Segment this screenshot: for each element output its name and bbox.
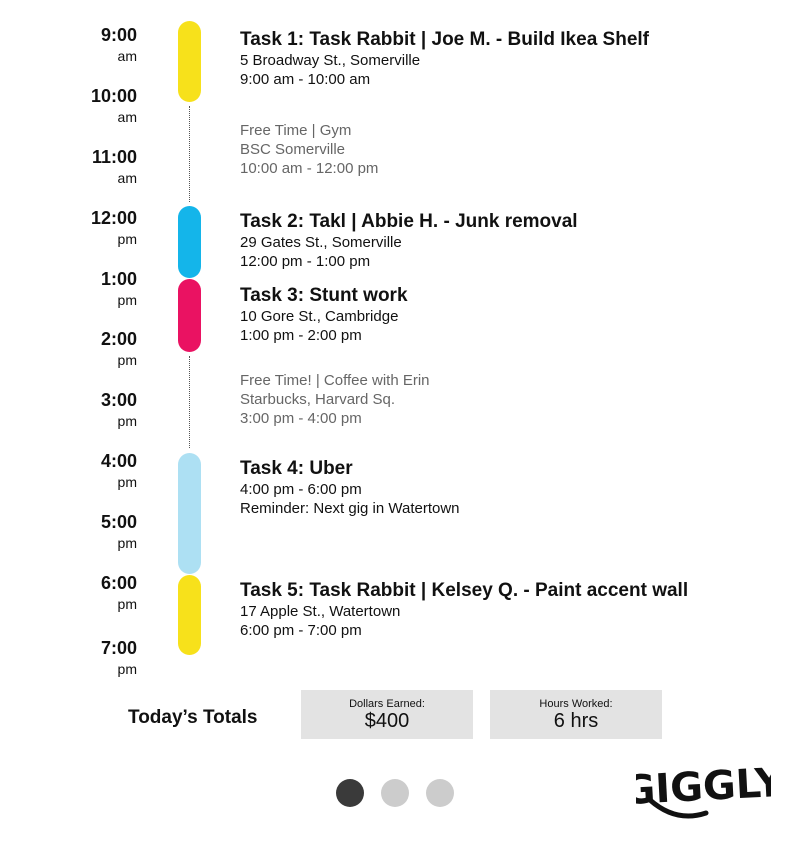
event-task-2[interactable]: Task 2: Takl | Abbie H. - Junk removal 2…: [240, 211, 578, 271]
hour-text: 10:00: [90, 86, 137, 106]
event-reminder: Reminder: Next gig in Watertown: [240, 500, 460, 517]
event-location: 5 Broadway St., Somerville: [240, 52, 421, 69]
hour-text: 6:00: [100, 573, 137, 593]
event-free-time-gym[interactable]: Free Time | Gym BSC Somerville 10:00 am …: [240, 121, 378, 178]
meridiem-text: pm: [117, 413, 137, 429]
event-task-5[interactable]: Task 5: Task Rabbit | Kelsey Q. - Paint …: [240, 580, 688, 640]
event-title: Free Time! | Coffee with Erin: [240, 372, 430, 389]
hour-text: 2:00: [100, 329, 137, 349]
meridiem-text: pm: [117, 535, 137, 551]
task-2-bar[interactable]: [178, 206, 201, 278]
meridiem-text: pm: [117, 352, 137, 368]
smile-mark: [647, 797, 709, 819]
time-label-10am: 10:00 am: [60, 86, 137, 125]
event-location: 17 Apple St., Watertown: [240, 603, 401, 620]
event-time: 3:00 pm - 4:00 pm: [240, 410, 362, 427]
time-label-11am: 11:00 am: [60, 147, 137, 186]
event-time: 12:00 pm - 1:00 pm: [240, 253, 371, 270]
giggly-logo: GIGGLY: [621, 748, 786, 823]
event-title: Task 2: Takl | Abbie H. - Junk removal: [240, 211, 578, 232]
event-title: Task 4: Uber: [240, 458, 353, 479]
event-task-1[interactable]: Task 1: Task Rabbit | Joe M. - Build Ike…: [240, 29, 649, 89]
hour-text: 7:00: [100, 638, 137, 658]
time-label-2pm: 2:00 pm: [60, 329, 137, 368]
meridiem-text: am: [117, 48, 137, 64]
event-task-4[interactable]: Task 4: Uber 4:00 pm - 6:00 pm Reminder:…: [240, 458, 460, 518]
meridiem-text: am: [117, 109, 137, 125]
giggly-logo-text: GIGGLY: [636, 760, 771, 814]
event-location: 29 Gates St., Somerville: [240, 234, 402, 251]
event-title: Task 1: Task Rabbit | Joe M. - Build Ike…: [240, 29, 649, 50]
hour-text: 11:00: [91, 147, 137, 167]
hour-text: 3:00: [100, 390, 137, 410]
meridiem-text: pm: [117, 474, 137, 490]
meridiem-text: pm: [117, 596, 137, 612]
todays-totals-label: Today’s Totals: [128, 707, 258, 728]
hours-worked-value: 6 hrs: [553, 710, 599, 732]
event-title: Task 5: Task Rabbit | Kelsey Q. - Paint …: [240, 580, 689, 601]
event-location: 10 Gore St., Cambridge: [240, 308, 399, 325]
free-time-2-line: [189, 356, 190, 448]
time-label-9am: 9:00 am: [60, 25, 137, 64]
free-time-1-line: [189, 106, 190, 202]
task-4-bar[interactable]: [178, 453, 201, 574]
time-label-6pm: 6:00 pm: [60, 573, 137, 612]
task-3-bar[interactable]: [178, 279, 201, 352]
event-time: 9:00 am - 10:00 am: [240, 71, 371, 88]
event-title: Free Time | Gym: [240, 122, 352, 139]
dollars-earned-value: $400: [364, 710, 410, 732]
time-label-12pm: 12:00 pm: [60, 208, 137, 247]
event-time: 1:00 pm - 2:00 pm: [240, 327, 362, 344]
pager-dot-2[interactable]: [381, 779, 409, 807]
time-label-5pm: 5:00 pm: [60, 512, 137, 551]
pager-dot-1[interactable]: [336, 779, 364, 807]
hour-text: 1:00: [100, 269, 137, 289]
hour-text: 9:00: [100, 25, 137, 45]
event-time: 10:00 am - 12:00 pm: [240, 160, 379, 177]
meridiem-text: pm: [117, 292, 137, 308]
hour-text: 5:00: [100, 512, 137, 532]
event-time: 4:00 pm - 6:00 pm: [240, 481, 362, 498]
event-time: 6:00 pm - 7:00 pm: [240, 622, 362, 639]
time-label-3pm: 3:00 pm: [60, 390, 137, 429]
event-location: BSC Somerville: [240, 141, 346, 158]
event-free-time-coffee[interactable]: Free Time! | Coffee with Erin Starbucks,…: [240, 371, 430, 428]
meridiem-text: pm: [117, 231, 137, 247]
task-1-bar[interactable]: [178, 21, 201, 102]
pager-dot-3[interactable]: [426, 779, 454, 807]
dollars-earned-box: Dollars Earned: $400: [301, 690, 473, 739]
event-task-3[interactable]: Task 3: Stunt work 10 Gore St., Cambridg…: [240, 285, 408, 345]
hour-text: 4:00: [100, 451, 137, 471]
hours-worked-label: Hours Worked:: [539, 698, 613, 710]
time-label-4pm: 4:00 pm: [60, 451, 137, 490]
dollars-earned-label: Dollars Earned:: [349, 698, 425, 710]
hours-worked-box: Hours Worked: 6 hrs: [490, 690, 662, 739]
meridiem-text: pm: [117, 661, 137, 677]
time-label-1pm: 1:00 pm: [60, 269, 137, 308]
meridiem-text: am: [117, 170, 137, 186]
event-title: Task 3: Stunt work: [240, 285, 408, 306]
giggly-logo-graphic: GIGGLY: [621, 760, 786, 819]
time-label-7pm: 7:00 pm: [60, 638, 137, 677]
hour-text: 12:00: [90, 208, 137, 228]
task-5-bar[interactable]: [178, 575, 201, 655]
event-location: Starbucks, Harvard Sq.: [240, 391, 396, 408]
